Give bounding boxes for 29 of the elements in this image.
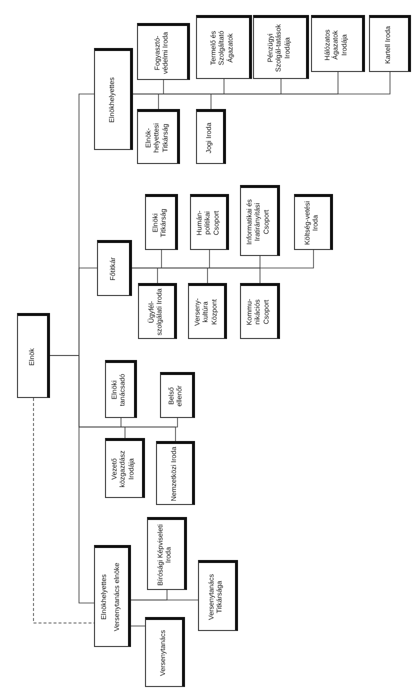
connector-line [50, 355, 94, 604]
org-box [105, 360, 137, 418]
org-box [198, 560, 238, 631]
org-box [94, 545, 131, 647]
connector-line [132, 268, 260, 284]
org-box [196, 109, 226, 164]
org-box [137, 23, 190, 80]
org-box [294, 194, 333, 250]
org-box [94, 48, 133, 150]
org-box [145, 617, 185, 687]
org-box [240, 185, 280, 256]
org-box [105, 438, 145, 498]
connector-line [132, 94, 212, 110]
org-box [196, 15, 252, 79]
org-box [17, 313, 50, 398]
org-box [138, 283, 177, 339]
org-box [145, 194, 178, 250]
org-box [188, 283, 227, 339]
org-box [156, 441, 195, 505]
org-box [160, 372, 195, 418]
org-box [240, 283, 280, 339]
org-box [190, 194, 229, 250]
org-box [137, 109, 180, 164]
org-box [311, 15, 365, 72]
org-box [97, 240, 132, 296]
org-box [369, 15, 411, 72]
org-box [253, 15, 309, 79]
dashed-connector [33, 398, 94, 624]
org-box [147, 517, 187, 590]
